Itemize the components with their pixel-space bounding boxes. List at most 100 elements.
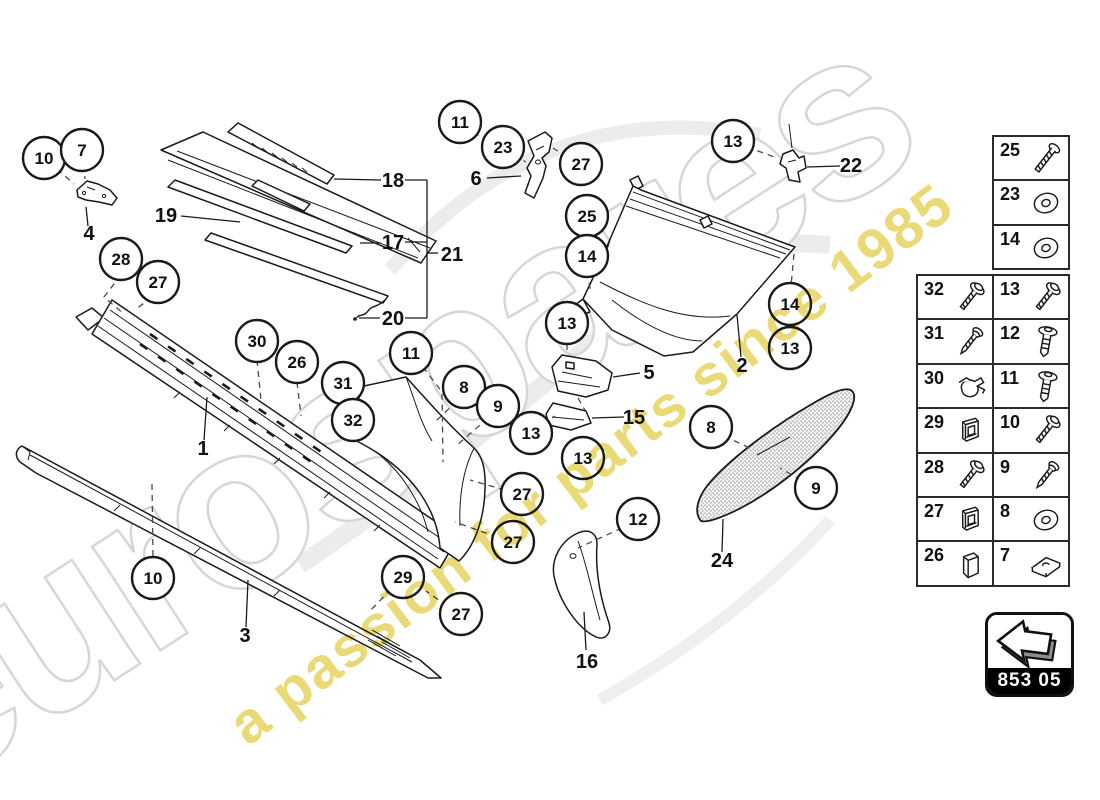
callout-8[interactable]: 8 <box>688 404 734 450</box>
callout-10[interactable]: 10 <box>130 555 176 601</box>
svg-text:29: 29 <box>394 568 413 587</box>
parts-table-cell-28[interactable]: 28 <box>916 451 994 498</box>
screw-icon <box>950 322 990 362</box>
callout-25[interactable]: 25 <box>564 193 610 239</box>
callout-14[interactable]: 14 <box>767 281 813 327</box>
callout-29[interactable]: 29 <box>380 554 426 600</box>
part-label-6: 6 <box>470 168 481 190</box>
parts-table-cell-23[interactable]: 23 <box>992 179 1070 226</box>
parts-table-cell-10[interactable]: 10 <box>992 407 1070 454</box>
parts-table-cell-8[interactable]: 8 <box>992 495 1070 543</box>
part-number: 26 <box>924 545 945 566</box>
callout-30[interactable]: 30 <box>234 318 280 364</box>
speed-nut-icon <box>1026 544 1066 584</box>
callout-11[interactable]: 11 <box>437 99 483 145</box>
callout-9[interactable]: 9 <box>793 465 839 511</box>
svg-text:11: 11 <box>451 113 469 132</box>
callout-13[interactable]: 13 <box>508 410 554 456</box>
svg-text:31: 31 <box>334 374 353 393</box>
part-label-16: 16 <box>576 651 598 673</box>
callout-27[interactable]: 27 <box>438 591 484 637</box>
callout-13[interactable]: 13 <box>560 435 606 481</box>
part-5-bracket <box>551 344 641 413</box>
svg-text:28: 28 <box>112 250 131 269</box>
callout-10[interactable]: 10 <box>21 135 67 181</box>
parts-table-cell-11[interactable]: 11 <box>992 362 1070 410</box>
svg-text:9: 9 <box>493 397 502 416</box>
callout-9[interactable]: 9 <box>475 383 521 429</box>
callout-23[interactable]: 23 <box>480 124 526 170</box>
part-number: 23 <box>1000 184 1021 205</box>
svg-text:11: 11 <box>402 344 420 363</box>
svg-text:14: 14 <box>781 295 800 314</box>
part-number: 32 <box>924 279 945 299</box>
part-number: 13 <box>1000 279 1021 299</box>
bolt-icon <box>1026 139 1066 179</box>
svg-text:12: 12 <box>629 510 648 529</box>
parts-table-cell-27[interactable]: 27 <box>916 495 994 543</box>
part-20-strip-with-cable <box>204 232 389 321</box>
part-number: 9 <box>1000 456 1011 477</box>
callout-27[interactable]: 27 <box>558 141 604 187</box>
callout-27[interactable]: 27 <box>490 519 536 565</box>
part-label-20: 20 <box>382 308 404 330</box>
push-rivet-icon <box>1026 322 1066 362</box>
callout-11[interactable]: 11 <box>388 330 434 376</box>
diagram-code-label: 853 05 <box>988 668 1071 694</box>
clamp-clip-icon <box>950 367 990 407</box>
push-rivet-icon <box>1026 367 1066 407</box>
washer-icon <box>1026 183 1066 223</box>
parts-table-cell-7[interactable]: 7 <box>992 540 1070 587</box>
diagram-code-box[interactable]: 853 05 <box>985 612 1074 697</box>
callout-8[interactable]: 8 <box>441 364 487 410</box>
part-number: 12 <box>1000 323 1021 344</box>
callout-14[interactable]: 14 <box>564 233 610 279</box>
part-label-2: 2 <box>736 355 747 377</box>
svg-text:26: 26 <box>288 353 307 372</box>
callout-12[interactable]: 12 <box>615 496 661 542</box>
parts-table-cell-13[interactable]: 13 <box>992 274 1070 321</box>
part-label-22: 22 <box>840 155 862 177</box>
callout-26[interactable]: 26 <box>274 339 320 385</box>
washer-icon <box>1026 500 1066 540</box>
svg-text:32: 32 <box>344 411 363 430</box>
callout-13[interactable]: 13 <box>767 325 813 371</box>
parts-table-cell-31[interactable]: 31 <box>916 318 994 365</box>
parts-table-cell-9[interactable]: 9 <box>992 451 1070 498</box>
svg-text:9: 9 <box>811 479 820 498</box>
part-16-fin <box>552 527 623 651</box>
callout-13[interactable]: 13 <box>710 118 756 164</box>
spacer-block-icon <box>950 544 990 584</box>
callout-28[interactable]: 28 <box>98 236 144 282</box>
callout-27[interactable]: 27 <box>499 471 545 517</box>
callout-13[interactable]: 13 <box>544 300 590 346</box>
callout-31[interactable]: 31 <box>320 360 366 406</box>
svg-text:27: 27 <box>513 485 532 504</box>
part-number: 10 <box>1000 412 1021 433</box>
parts-table-cell-12[interactable]: 12 <box>992 318 1070 365</box>
parts-table-cell-32[interactable]: 32 <box>916 274 994 321</box>
parts-table-cell-25[interactable]: 25 <box>992 135 1070 182</box>
part-number: 11 <box>1000 367 1020 388</box>
part-number: 27 <box>924 500 945 521</box>
svg-text:27: 27 <box>572 155 591 174</box>
parts-table-cell-30[interactable]: 30 <box>916 362 994 410</box>
washer-icon <box>1026 228 1066 268</box>
parts-table-cell-14[interactable]: 14 <box>992 223 1070 271</box>
part-3-lower-side-member <box>15 445 448 679</box>
retainer-clip-icon <box>950 411 990 451</box>
callout-7[interactable]: 7 <box>59 127 105 173</box>
bracket-21-lines <box>180 178 438 319</box>
callout-27[interactable]: 27 <box>135 259 181 305</box>
callout-32[interactable]: 32 <box>330 397 376 443</box>
svg-text:13: 13 <box>558 314 577 333</box>
svg-text:27: 27 <box>504 533 523 552</box>
parts-table-cell-29[interactable]: 29 <box>916 407 994 454</box>
svg-text:13: 13 <box>574 449 593 468</box>
part-label-4: 4 <box>83 223 95 245</box>
parts-table-cell-26[interactable]: 26 <box>916 540 994 587</box>
part-label-5: 5 <box>643 362 654 384</box>
